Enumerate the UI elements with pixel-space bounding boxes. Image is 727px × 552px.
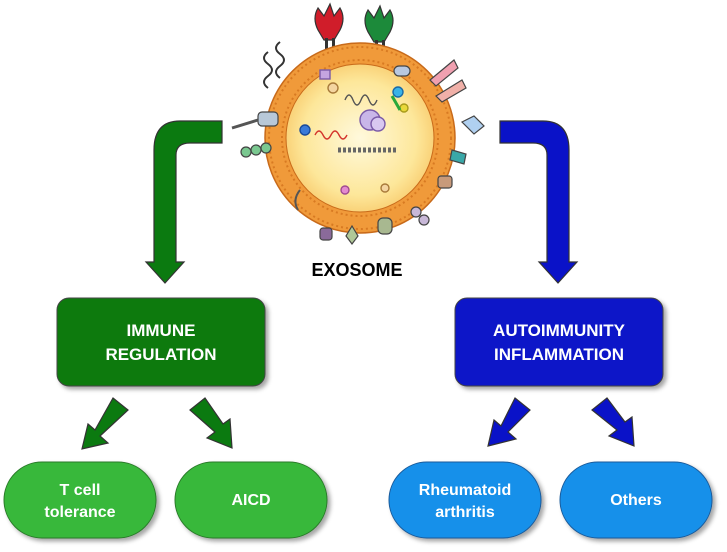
arrow-to-rheumatoid-arthritis (487, 397, 531, 447)
exosome-label: EXOSOME (311, 260, 402, 280)
arrow-exosome-to-autoimmunity (499, 120, 579, 284)
exosome-lumen (285, 63, 435, 213)
immune-regulation-line1: IMMUNE (127, 321, 196, 340)
t-cell-tolerance-line2: tolerance (44, 504, 115, 521)
autoimmunity-line1: AUTOIMMUNITY (493, 321, 626, 340)
rheumatoid-arthritis-line1: Rheumatoid (419, 482, 511, 499)
autoimmunity-inflammation-box (454, 297, 664, 387)
arrow-exosome-to-immune-regulation (144, 120, 223, 284)
others-label: Others (610, 492, 662, 509)
t-cell-tolerance-line1: T cell (60, 482, 101, 499)
rheumatoid-arthritis-line2: arthritis (435, 504, 495, 521)
exosome-cargo (299, 69, 409, 195)
exosome-illustration (231, 2, 485, 245)
immune-regulation-box (56, 297, 266, 387)
arrow-to-others (591, 397, 635, 447)
arrow-to-aicd (189, 397, 233, 449)
immune-regulation-line2: REGULATION (105, 345, 216, 364)
rheumatoid-arthritis-pill (388, 461, 542, 539)
aicd-pill (174, 461, 328, 539)
aicd-label: AICD (231, 492, 270, 509)
inflammation-line2: INFLAMMATION (494, 345, 624, 364)
arrow-to-t-cell-tolerance (81, 397, 129, 450)
membrane-proteins (231, 41, 485, 245)
t-cell-tolerance-pill (3, 461, 157, 539)
others-pill (559, 461, 713, 539)
